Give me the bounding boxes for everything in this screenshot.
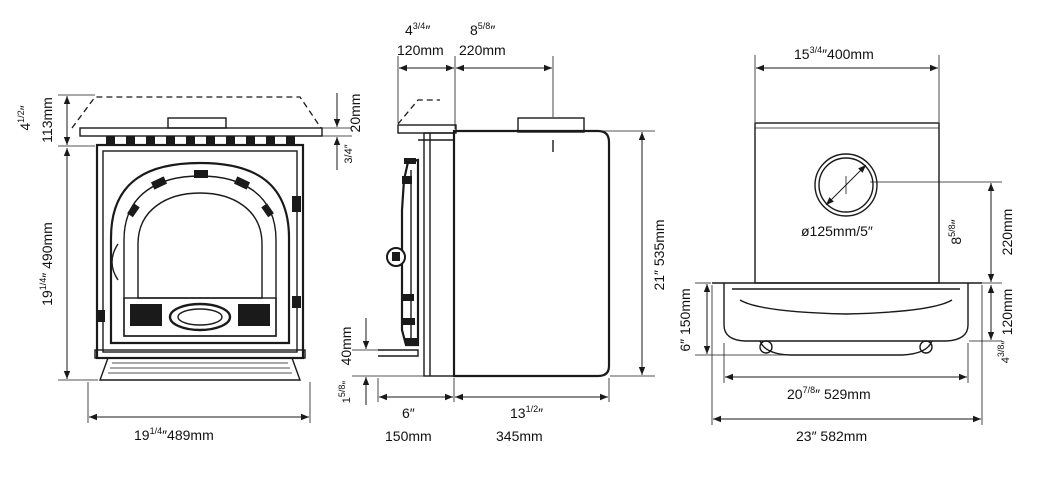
hearth-tray-underside bbox=[759, 340, 933, 356]
door-handle bbox=[111, 243, 119, 281]
flue-offset-metric-label: 220mm bbox=[999, 209, 1015, 256]
front-top-imperial-label: 41/2″ bbox=[16, 105, 33, 130]
hearth-tray bbox=[723, 283, 969, 342]
flue-outlet-outer bbox=[814, 153, 878, 217]
tray-foot-left bbox=[759, 340, 773, 354]
hearth-depth-label: 6″ 150mm bbox=[677, 288, 693, 351]
front-view: 191/4″489mm 41/2″ 113mm 191/4″ 490mm 20m… bbox=[16, 93, 363, 443]
vent-right bbox=[238, 304, 270, 326]
vent-left bbox=[130, 304, 162, 326]
flue-collar bbox=[167, 117, 227, 129]
flue-outlet-inner bbox=[818, 157, 874, 213]
plinth-top bbox=[94, 349, 306, 359]
front-top-metric-label: 113mm bbox=[39, 97, 55, 143]
side-front-imperial-label: 43/4″ bbox=[405, 21, 430, 38]
flue-offset-imperial-label: 85/8″ bbox=[947, 219, 964, 244]
side-depth-imperial-label: 131/2″ bbox=[510, 404, 543, 421]
side-plinth bbox=[378, 349, 419, 357]
front-height-label: 191/4″ 490mm bbox=[38, 222, 55, 306]
side-depth-front-imperial-label: 6″ bbox=[402, 405, 415, 421]
side-front-metric-label: 120mm bbox=[397, 42, 444, 58]
tray-foot-right bbox=[919, 340, 933, 354]
side-view: 43/4″ 120mm 85/8″ 220mm 21″ 535mm 40mm 1… bbox=[337, 21, 667, 444]
side-door-profile bbox=[400, 158, 420, 347]
top-body bbox=[754, 122, 940, 284]
top-width-label: 153/4″400mm bbox=[794, 45, 874, 62]
side-top-dashed-outline bbox=[397, 99, 440, 125]
front-width-label: 191/4″489mm bbox=[134, 426, 214, 443]
flue-diameter-label: ø125mm/5″ bbox=[801, 223, 873, 239]
inner-width-label: 207/8″ 529mm bbox=[787, 385, 871, 402]
side-top-plate bbox=[397, 124, 457, 134]
arch-blocks bbox=[127, 170, 274, 218]
plinth bbox=[99, 357, 301, 381]
side-base-metric-label: 40mm bbox=[338, 327, 354, 366]
side-depth-front-metric-label: 150mm bbox=[385, 428, 432, 444]
side-base-imperial-label: 15/8″ bbox=[337, 381, 353, 404]
side-depth-metric-label: 345mm bbox=[496, 428, 543, 444]
air-control-knob bbox=[168, 302, 232, 332]
side-door-details bbox=[402, 158, 417, 344]
ash-lip bbox=[123, 297, 277, 337]
side-flue-imperial-label: 85/8″ bbox=[470, 21, 495, 38]
outer-width-label: 23″ 582mm bbox=[796, 428, 867, 444]
top-plate bbox=[79, 127, 323, 137]
side-front-panel bbox=[423, 132, 455, 377]
hearth-tray-lip bbox=[739, 299, 953, 315]
air-control-knob-inner bbox=[177, 308, 223, 326]
top-view: ø125mm/5″ 153/4″400mm 85/8″ 220mm 6″ 150… bbox=[677, 45, 1015, 444]
plinth-flutes bbox=[108, 362, 292, 374]
side-flue-metric-label: 220mm bbox=[459, 42, 506, 58]
hearth-height-imperial-label: 43/8″ bbox=[996, 341, 1012, 364]
door-catch bbox=[96, 310, 105, 322]
front-lip-metric-label: 20mm bbox=[347, 94, 363, 133]
side-height-label: 21″ 535mm bbox=[651, 219, 667, 290]
front-door bbox=[109, 161, 291, 345]
side-body bbox=[452, 129, 611, 378]
door-glass bbox=[137, 192, 263, 299]
hearth-height-metric-label: 120mm bbox=[999, 289, 1015, 336]
top-plate-dashed-outline bbox=[71, 96, 322, 129]
front-lip-imperial-label: 3/4″ bbox=[343, 144, 355, 163]
hinge-bottom bbox=[292, 296, 301, 308]
top-castellations bbox=[106, 136, 295, 145]
hinge-top bbox=[292, 196, 301, 212]
stove-body-inner bbox=[102, 150, 298, 353]
